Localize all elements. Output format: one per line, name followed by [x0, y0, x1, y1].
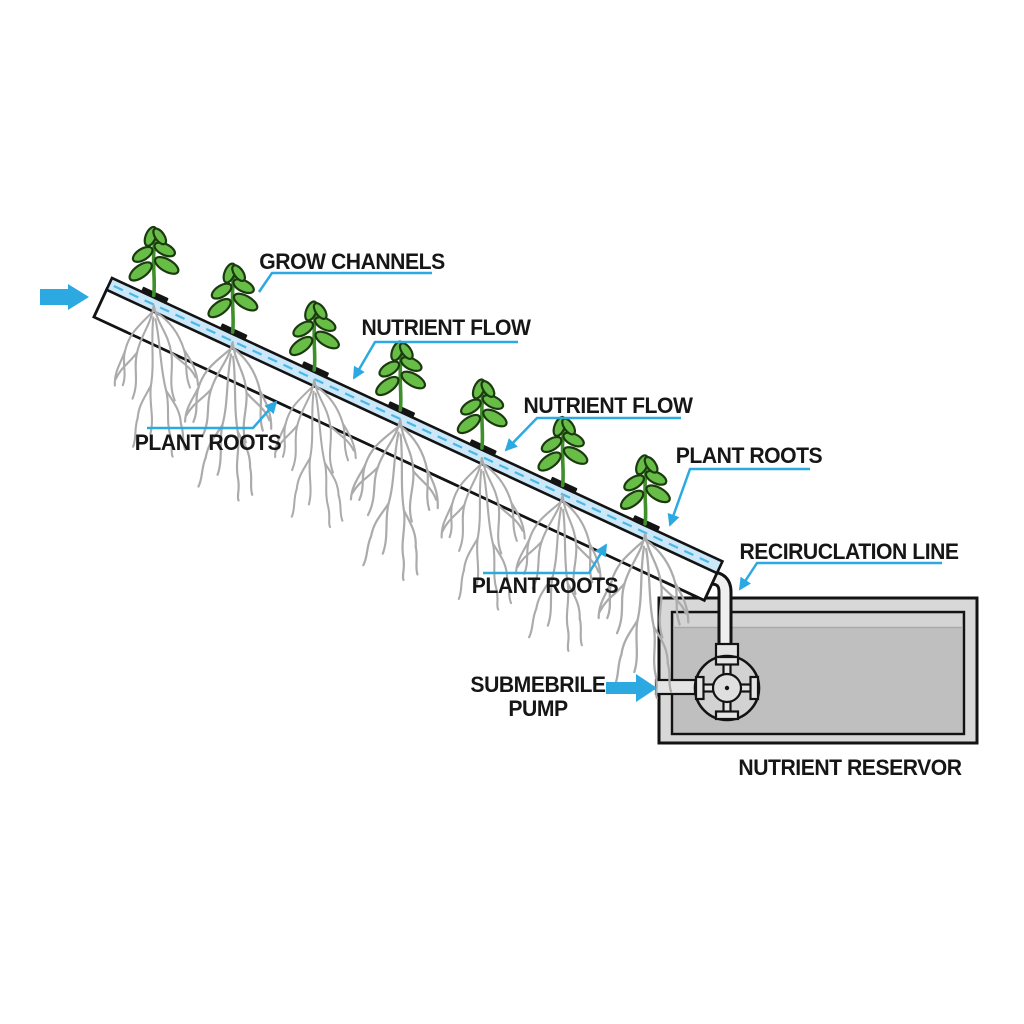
leader-nutrient-flow-2: [504, 416, 681, 452]
label-plant-roots-mid: PLANT ROOTS: [471, 573, 619, 598]
label-nutrient-flow-2: NUTRIENT FLOW: [523, 393, 693, 418]
label-submersible-pump-line2: PUMP: [508, 696, 568, 721]
leader-recirculation: [738, 561, 942, 591]
pump-arrow-icon: [606, 674, 657, 702]
leader-grow-channels: [257, 271, 432, 293]
leader-lines: [147, 271, 942, 591]
label-plant-roots-left: PLANT ROOTS: [134, 430, 282, 455]
label-recirculation-line: RECIRUCLATION LINE: [739, 539, 959, 564]
label-nutrient-flow-1: NUTRIENT FLOW: [361, 315, 531, 340]
submersible-pump: [654, 642, 761, 722]
label-submersible-pump-line1: SUBMEBRILE: [470, 672, 606, 697]
label-nutrient-reservoir: NUTRIENT RESERVOR: [738, 755, 962, 780]
label-submersible-pump: SUBMEBRILE PUMP: [470, 672, 606, 721]
label-grow-channels: GROW CHANNELS: [259, 249, 445, 274]
label-plant-roots-right: PLANT ROOTS: [675, 443, 823, 468]
leader-plant-roots-right: [667, 467, 810, 527]
inflow-arrow-icon: [40, 284, 89, 310]
leader-plant-roots-mid: [483, 543, 608, 575]
pump-inlet: [654, 678, 700, 696]
leader-nutrient-flow-1: [352, 340, 518, 380]
leader-plant-roots-left: [147, 400, 278, 430]
